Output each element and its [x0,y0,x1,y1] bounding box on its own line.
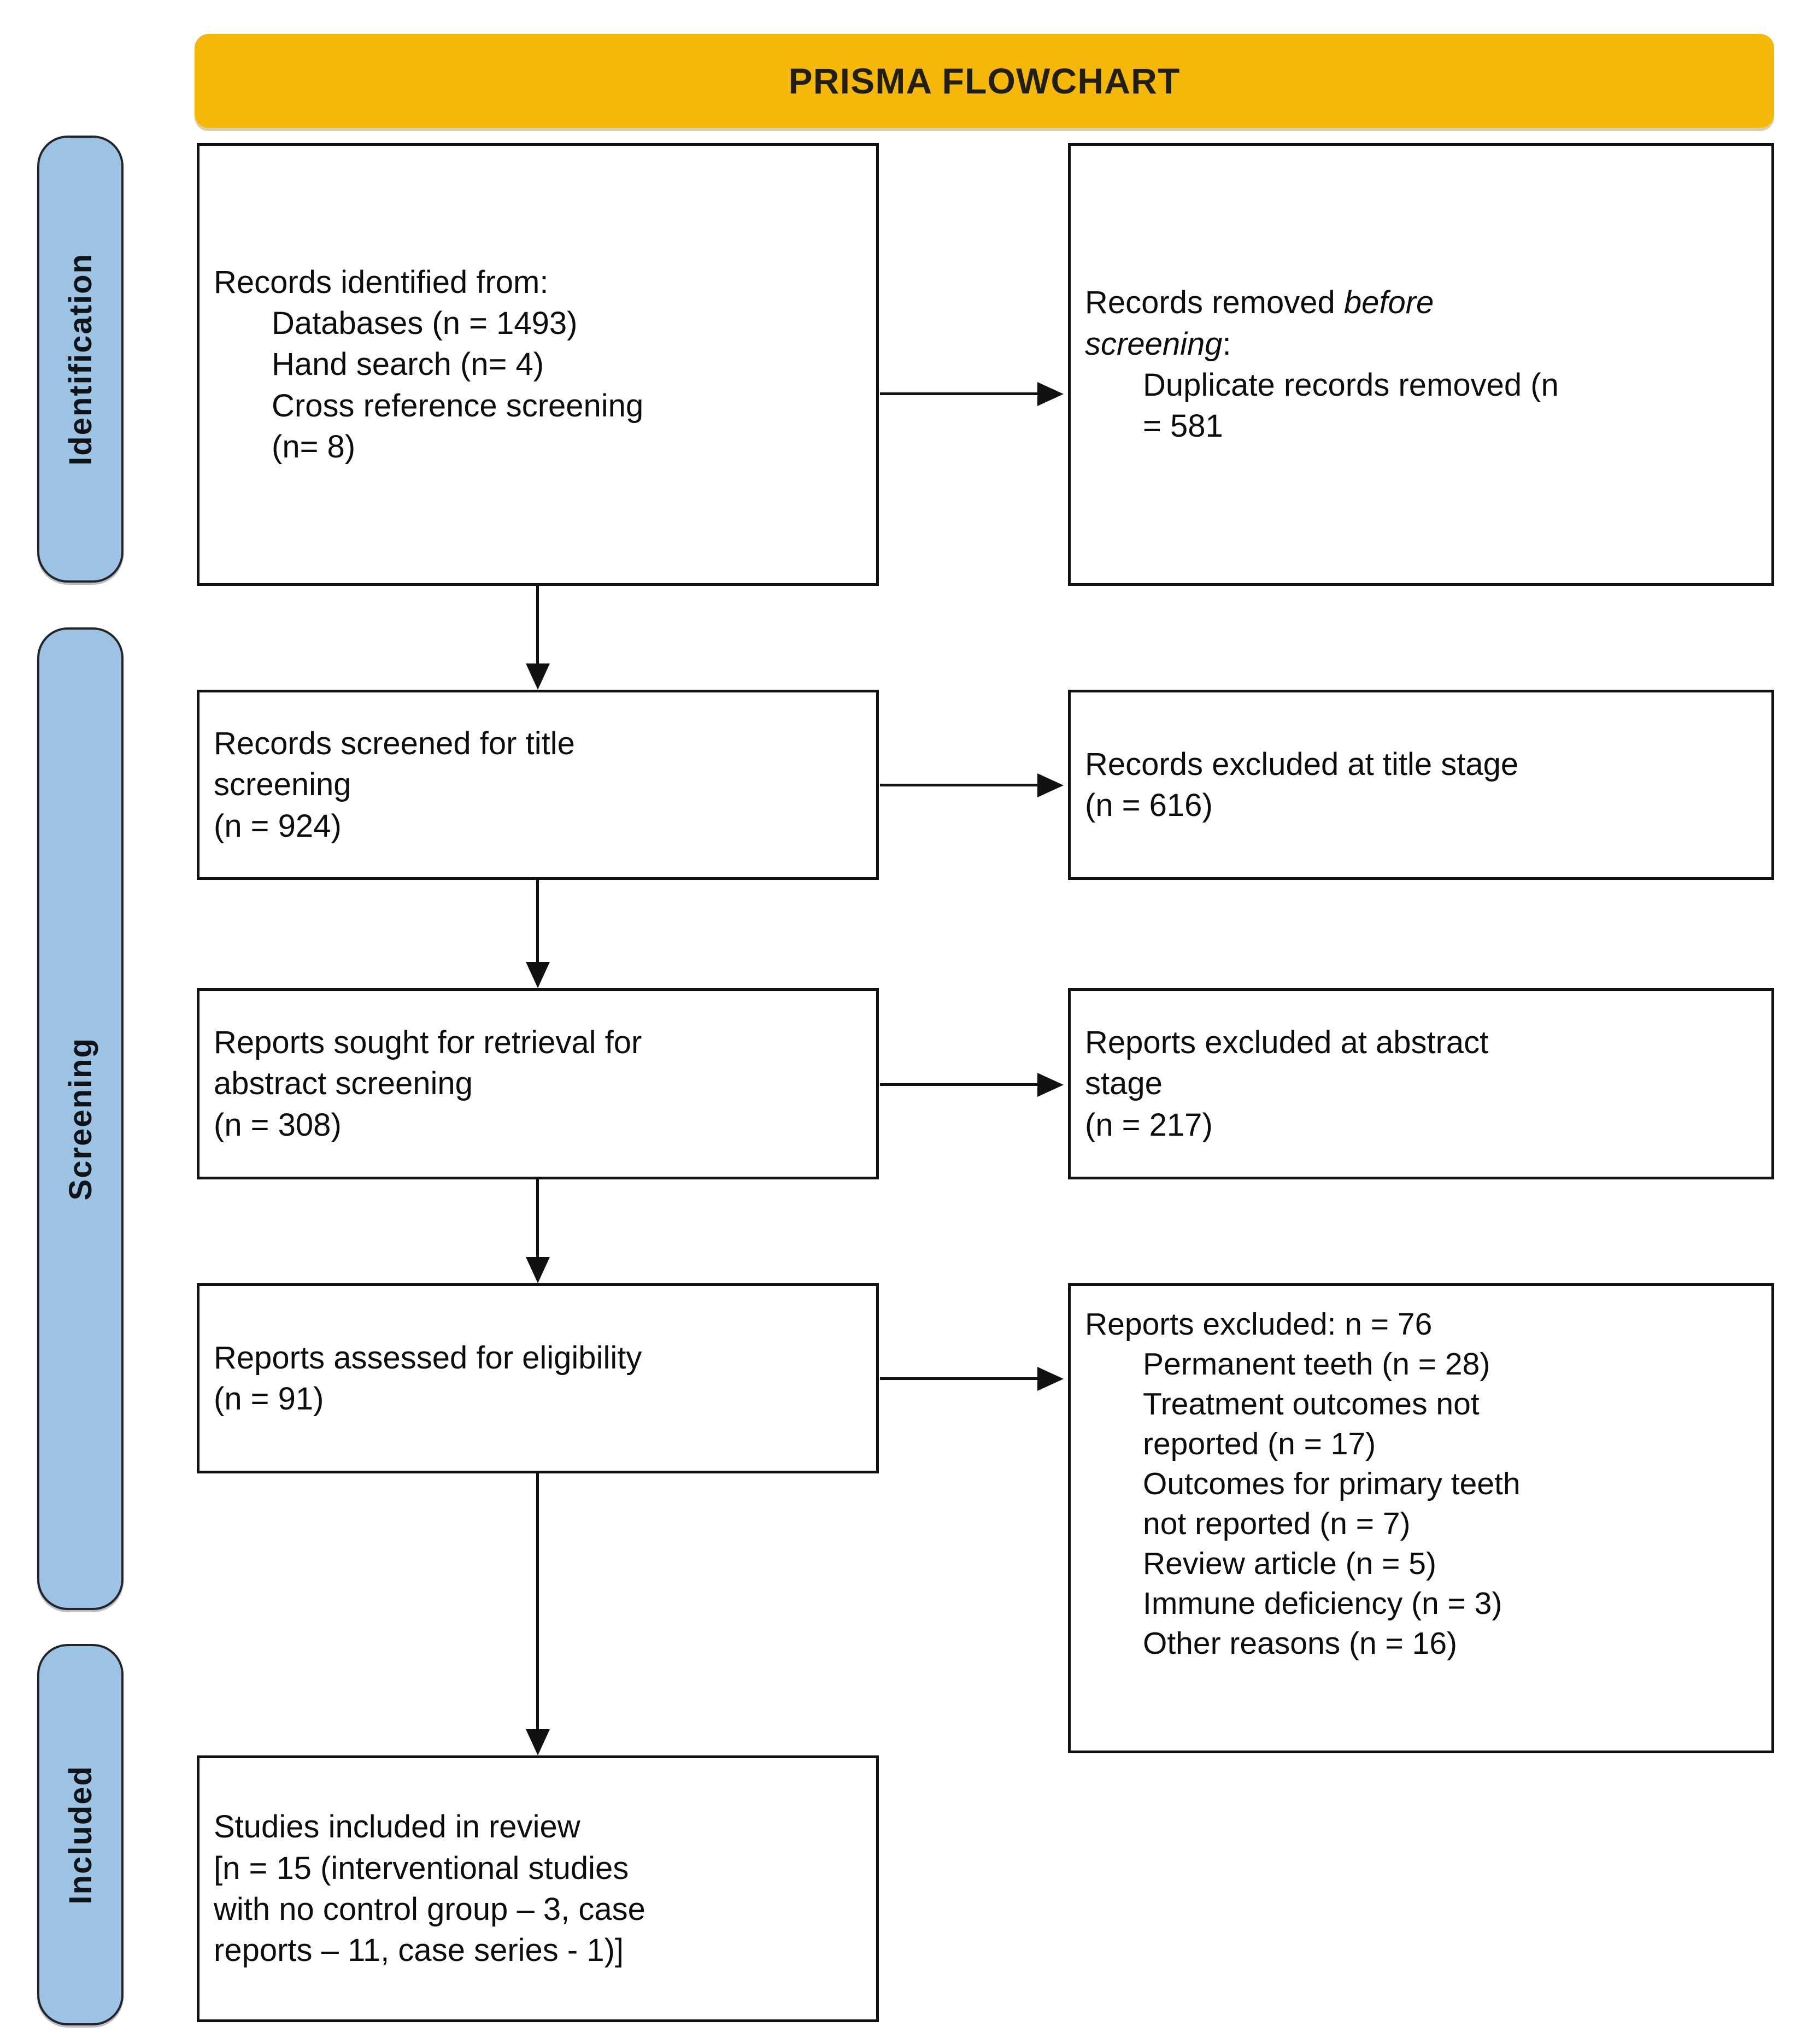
arrowhead-right-icon [1037,1073,1064,1097]
reports-excluded-abstract-count: (n = 217) [1085,1107,1213,1143]
node-records-identified: Records identified from: Databases (n = … [197,143,879,586]
node-records-removed: Records removed before screening: Duplic… [1068,143,1774,586]
reports-excluded-reason: Outcomes for primary teeth [1143,1466,1521,1501]
reports-excluded-reason: Permanent teeth (n = 28) [1143,1346,1490,1382]
node-reports-assessed: Reports assessed for eligibility (n = 91… [197,1283,879,1473]
node-studies-included: Studies included in review [n = 15 (inte… [197,1755,879,2022]
connector-assessed-to-included [536,1473,539,1734]
reports-excluded-abstract-line2: stage [1085,1066,1163,1102]
arrowhead-right-icon [1037,773,1064,797]
arrowhead-right-icon [1037,1367,1064,1391]
records-screened-line2: screening [214,767,351,803]
flowchart-title-bar: PRISMA FLOWCHART [195,34,1774,128]
reports-assessed-count: (n = 91) [214,1381,324,1417]
arrowhead-down-icon [526,663,550,690]
node-reports-excluded-reasons: Reports excluded: n = 76 Permanent teeth… [1068,1283,1774,1753]
records-screened-count: (n = 924) [214,808,342,844]
reports-sought-line1: Reports sought for retrieval for [214,1024,642,1060]
reports-assessed-line1: Reports assessed for eligibility [214,1340,642,1376]
connector-assessed-to-excluded-reasons [880,1377,1044,1380]
studies-included-line4: reports – 11, case series - 1)] [214,1933,624,1969]
arrowhead-down-icon [526,1729,550,1755]
records-screened-line1: Records screened for title [214,725,575,761]
studies-included-line3: with no control group – 3, case [214,1892,645,1927]
records-removed-heading-prefix: Records removed [1085,285,1344,321]
arrowhead-down-icon [526,962,550,988]
reports-excluded-reason: not reported (n = 7) [1143,1506,1411,1541]
reports-excluded-reason: reported (n = 17) [1143,1426,1376,1461]
records-identified-cross-reference: Cross reference screening [272,387,644,424]
stage-label-identification: Identification [37,136,124,583]
connector-sought-to-assessed [536,1179,539,1261]
arrowhead-down-icon [526,1257,550,1283]
stage-label-included: Included [37,1644,124,2025]
records-excluded-title-line1: Records excluded at title stage [1085,746,1519,782]
connector-sought-to-excluded-abstract [880,1083,1044,1086]
records-removed-heading-colon: : [1222,326,1231,362]
node-reports-excluded-abstract: Reports excluded at abstract stage (n = … [1068,988,1774,1179]
reports-excluded-heading: Reports excluded: n = 76 [1085,1307,1433,1342]
stage-label-identification-text: Identification [62,252,98,466]
records-identified-heading: Records identified from: [214,264,549,300]
node-records-excluded-title: Records excluded at title stage (n = 616… [1068,690,1774,880]
stage-label-screening-text: Screening [62,1037,98,1201]
records-removed-heading-emph-screening: screening [1085,326,1223,362]
studies-included-line2: [n = 15 (interventional studies [214,1850,629,1886]
records-identified-hand-search: Hand search (n= 4) [272,346,544,383]
connector-screened-to-sought [536,880,539,966]
reports-excluded-reason: Immune deficiency (n = 3) [1143,1585,1502,1621]
reports-sought-line2: abstract screening [214,1066,473,1102]
node-reports-sought: Reports sought for retrieval for abstrac… [197,988,879,1179]
reports-excluded-abstract-line1: Reports excluded at abstract [1085,1024,1489,1060]
records-removed-heading-line2: screening: [1085,324,1757,365]
records-removed-duplicates: Duplicate records removed (n [1143,367,1559,403]
records-removed-duplicates-count: = 581 [1143,408,1223,444]
stage-label-screening: Screening [37,627,124,1610]
records-identified-databases: Databases (n = 1493) [272,305,578,341]
records-identified-cross-reference-count: (n= 8) [272,429,356,465]
connector-identified-to-removed [880,392,1044,395]
connector-identified-to-screened [536,586,539,668]
reports-excluded-reason: Other reasons (n = 16) [1143,1625,1458,1661]
page-title: PRISMA FLOWCHART [788,61,1181,101]
stage-label-included-text: Included [62,1765,98,1905]
node-records-screened: Records screened for title screening (n … [197,690,879,880]
records-removed-heading-emph-before: before [1343,285,1434,321]
reports-sought-count: (n = 308) [214,1107,342,1143]
arrowhead-right-icon [1037,382,1064,406]
studies-included-line1: Studies included in review [214,1809,580,1845]
connector-screened-to-excluded-title [880,784,1044,786]
reports-excluded-reason: Review article (n = 5) [1143,1546,1436,1581]
records-removed-heading-line1: Records removed before [1085,282,1757,323]
reports-excluded-reason: Treatment outcomes not [1143,1386,1480,1422]
records-excluded-title-count: (n = 616) [1085,788,1213,823]
